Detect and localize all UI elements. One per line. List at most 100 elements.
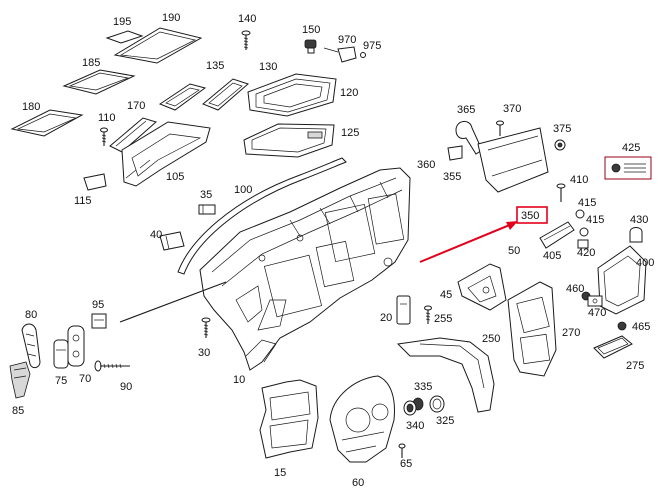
part-340-shape (403, 400, 417, 416)
part-40-shape (159, 231, 185, 251)
part-415b-shape (579, 227, 589, 237)
label-10: 10 (233, 374, 245, 386)
highlight-box-350 (516, 206, 548, 224)
part-60-shape (329, 375, 395, 463)
label-975: 975 (363, 40, 381, 52)
label-80: 80 (25, 309, 37, 321)
label-70: 70 (79, 373, 91, 385)
part-355-shape (477, 127, 549, 193)
label-120: 120 (340, 87, 358, 99)
part-130-shape (202, 78, 249, 111)
part-375-shape (554, 139, 566, 151)
label-185: 185 (82, 57, 100, 69)
part-80-shape (21, 323, 41, 369)
part-195-shape (105, 30, 144, 44)
part-370-shape (496, 120, 504, 136)
label-405: 405 (543, 250, 561, 262)
label-270: 270 (562, 327, 580, 339)
part-360-shape (447, 145, 463, 161)
part-255-shape (424, 305, 432, 324)
label-370: 370 (503, 103, 521, 115)
label-465: 465 (632, 321, 650, 333)
label-65: 65 (400, 458, 412, 470)
part-190-shape (113, 27, 203, 64)
label-95: 95 (92, 299, 104, 311)
label-180: 180 (22, 101, 40, 113)
label-115: 115 (74, 195, 92, 207)
label-360: 360 (417, 159, 435, 171)
label-335: 335 (414, 381, 432, 393)
label-60: 60 (352, 477, 364, 489)
label-40: 40 (150, 229, 162, 241)
label-195: 195 (113, 16, 131, 28)
part-365-shape (455, 121, 483, 155)
part-110-shape (100, 127, 108, 146)
label-470: 470 (588, 307, 606, 319)
label-375: 375 (553, 123, 571, 135)
part-970-shape (323, 46, 357, 63)
part-125-shape (243, 123, 335, 158)
part-labels: 195 190 140 150 970 975 185 135 130 120 … (12, 12, 654, 489)
label-150: 150 (302, 24, 320, 36)
label-15: 15 (274, 467, 286, 479)
label-140: 140 (238, 13, 256, 25)
part-65-shape (398, 443, 406, 458)
label-190: 190 (162, 12, 180, 24)
part-270-shape (507, 281, 557, 377)
part-135-shape (158, 83, 207, 111)
highlight-arrow (419, 221, 518, 263)
label-275: 275 (626, 360, 644, 372)
part-20-shape (396, 295, 411, 325)
part-975-shape (360, 52, 366, 58)
label-460: 460 (566, 283, 584, 295)
label-325: 325 (436, 415, 454, 427)
part-120-shape (247, 73, 337, 117)
label-400: 400 (636, 257, 654, 269)
part-95-shape (91, 313, 107, 329)
label-410: 410 (570, 174, 588, 186)
part-465-shape (617, 321, 627, 331)
label-90: 90 (120, 381, 132, 393)
label-75: 75 (55, 375, 67, 387)
label-50: 50 (508, 245, 520, 257)
label-365: 365 (457, 104, 475, 116)
label-20: 20 (380, 312, 392, 324)
label-415b: 415 (586, 214, 604, 226)
label-430: 430 (630, 214, 648, 226)
part-90-shape (94, 360, 130, 372)
label-170: 170 (127, 100, 145, 112)
part-325-shape (429, 395, 445, 413)
label-45: 45 (440, 289, 452, 301)
part-185-shape (62, 69, 136, 95)
label-105: 105 (166, 171, 184, 183)
part-415a-shape (575, 209, 585, 219)
part-15-shape (259, 379, 319, 459)
part-275-shape (593, 335, 633, 359)
part-85-shape (9, 361, 31, 399)
label-420: 420 (577, 247, 595, 259)
label-135: 135 (206, 60, 224, 72)
part-30-shape (201, 317, 211, 338)
label-350: 350 (521, 210, 539, 222)
part-105-shape (121, 121, 211, 187)
label-425: 425 (622, 142, 640, 154)
leader-line-95 (119, 281, 227, 323)
label-355: 355 (443, 171, 461, 183)
part-10-shape (199, 167, 411, 371)
part-420-shape (577, 239, 589, 249)
part-250-shape (396, 337, 495, 413)
part-170-shape (109, 117, 157, 153)
part-100-shape (177, 157, 347, 275)
part-400-shape (597, 245, 647, 315)
part-35-shape (198, 204, 216, 215)
label-250: 250 (482, 333, 500, 345)
part-45-shape (457, 263, 507, 311)
part-150-shape (304, 39, 317, 54)
label-415a: 415 (578, 197, 596, 209)
part-70-shape (67, 325, 85, 367)
label-970: 970 (338, 34, 356, 46)
label-340: 340 (406, 420, 424, 432)
part-140-shape (241, 30, 251, 50)
